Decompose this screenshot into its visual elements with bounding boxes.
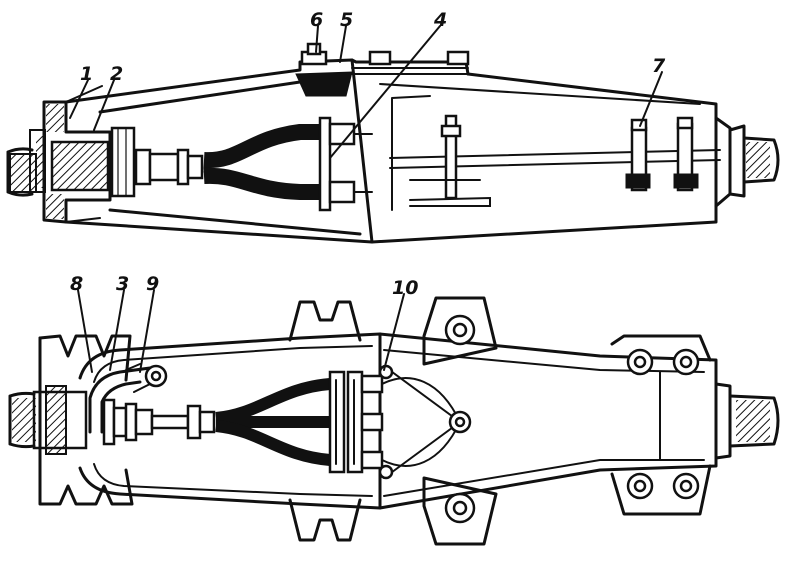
left-cable-end [8,130,45,195]
right-cable-end-bottom [716,384,778,458]
callout-2: 2 [110,63,123,85]
callout-1: 1 [80,63,93,85]
core-connectors [136,118,372,210]
right-cable-end [716,118,778,206]
callout-4: 4 [433,9,447,31]
callout-8: 8 [70,273,83,295]
collar-ring [44,86,134,222]
callout-7: 7 [652,55,666,77]
callout-3: 3 [116,273,129,295]
left-cable-end-bottom [10,386,86,454]
callout-9: 9 [146,273,159,295]
callout-5: 5 [340,9,353,31]
fan-in-wires [380,366,470,478]
callout-10: 10 [392,277,418,299]
outer-casing [66,60,716,242]
callout-6: 6 [310,9,323,31]
internal-rod [390,116,720,206]
